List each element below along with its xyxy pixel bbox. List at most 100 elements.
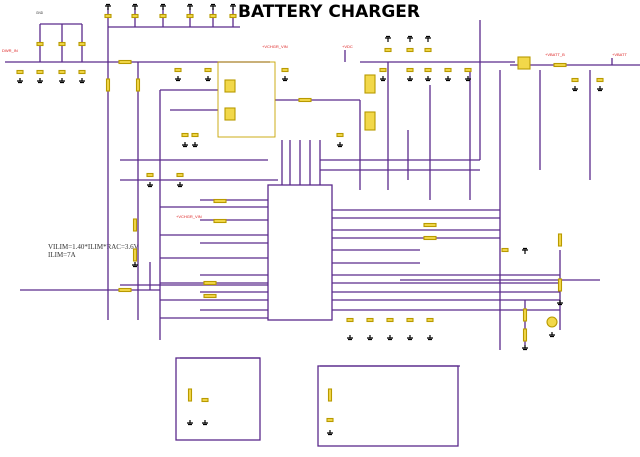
capacitor (78, 69, 86, 75)
ground-icon (177, 182, 183, 188)
resistor (423, 222, 437, 228)
ground-icon (192, 142, 198, 148)
ground-icon (205, 76, 211, 82)
capacitor (424, 47, 432, 53)
ground-icon (37, 78, 43, 84)
capacitor (379, 67, 387, 73)
net-label-gnd: GND (36, 11, 44, 15)
resistor (298, 97, 312, 103)
net-label-vbatt-b: +VBATT_B (545, 52, 565, 57)
net-label-vchgr-vin: +VCHGR_VIN (262, 44, 288, 49)
capacitor (424, 67, 432, 73)
ilim-voltage-note: VILIM=1.40*ILIM*RAC=3.6V (48, 243, 139, 251)
ground-icon (175, 76, 181, 82)
ground-icon (522, 247, 528, 254)
wires (5, 8, 640, 367)
capacitor (131, 13, 139, 19)
ground-icon (160, 3, 166, 10)
ground-icon (132, 3, 138, 10)
capacitor (444, 67, 452, 73)
resistor (187, 388, 193, 402)
resistor (522, 328, 528, 342)
capacitor (174, 67, 182, 73)
resistor (132, 218, 138, 232)
ground-icon (132, 262, 138, 268)
resistor (522, 308, 528, 322)
capacitor (58, 69, 66, 75)
ground-icon (385, 35, 391, 42)
ilim-current-note: ILIM=7A (48, 251, 76, 259)
resistor (213, 198, 227, 204)
capacitor (229, 13, 237, 19)
ground-icon (572, 86, 578, 92)
capacitor (16, 69, 24, 75)
net-label-vdc: +VDC (342, 44, 353, 49)
ground-icon (187, 3, 193, 10)
ground-icon (445, 76, 451, 82)
ground-icon (187, 420, 193, 426)
capacitor (78, 41, 86, 47)
resistor (423, 235, 437, 241)
resistor (203, 280, 217, 286)
capacitor (104, 13, 112, 19)
capacitor (336, 132, 344, 138)
resistor (105, 78, 111, 92)
capacitor (146, 172, 154, 178)
ground-icon (387, 335, 393, 341)
net-label-vbatt: +VBATT (612, 52, 627, 57)
capacitor (36, 69, 44, 75)
capacitor (464, 67, 472, 73)
ground-icon (337, 142, 343, 148)
resistor (118, 59, 132, 65)
resistor (132, 248, 138, 262)
ground-icon (79, 78, 85, 84)
capacitor (501, 247, 509, 253)
ground-icon (327, 430, 333, 436)
resistor (327, 388, 333, 402)
ground-icon (105, 3, 111, 10)
ground-icon (407, 76, 413, 82)
mosfet-icon (224, 79, 236, 93)
ground-icon (367, 335, 373, 341)
capacitor (326, 417, 334, 423)
ground-icon (597, 86, 603, 92)
capacitor (58, 41, 66, 47)
capacitor (406, 67, 414, 73)
net-label-dwr-in: DWR_IN (2, 48, 18, 53)
ground-icon (380, 76, 386, 82)
capacitor (159, 13, 167, 19)
ground-icon (549, 332, 555, 338)
ground-icon (202, 420, 208, 426)
mosfet-icon (546, 316, 558, 328)
resistor (213, 218, 227, 224)
ground-icon (522, 345, 528, 351)
ground-icon (182, 142, 188, 148)
ground-icon (230, 3, 236, 10)
resistor (553, 62, 567, 68)
battery-mosfet-icon (517, 56, 531, 70)
ground-icon (425, 76, 431, 82)
capacitor (406, 317, 414, 323)
input-mosfet-ic (217, 61, 276, 138)
capacitor (176, 172, 184, 178)
net-label-vchgr-vin-2: +VCHGR_VIN (176, 214, 202, 219)
capacitor (571, 77, 579, 83)
ground-icon (425, 35, 431, 42)
capacitor (36, 41, 44, 47)
ground-icon (465, 76, 471, 82)
capacitor (281, 67, 289, 73)
capacitor (204, 67, 212, 73)
mosfet-icon (224, 107, 236, 121)
capacitor (186, 13, 194, 19)
capacitor (191, 132, 199, 138)
low-side-mosfet-icon (364, 111, 376, 131)
compensation-network-1 (175, 357, 261, 441)
resistor (135, 78, 141, 92)
resistor (203, 293, 217, 299)
ground-icon (59, 78, 65, 84)
capacitor (201, 397, 209, 403)
capacitor (181, 132, 189, 138)
charger-ic (267, 184, 333, 321)
ground-icon (282, 76, 288, 82)
